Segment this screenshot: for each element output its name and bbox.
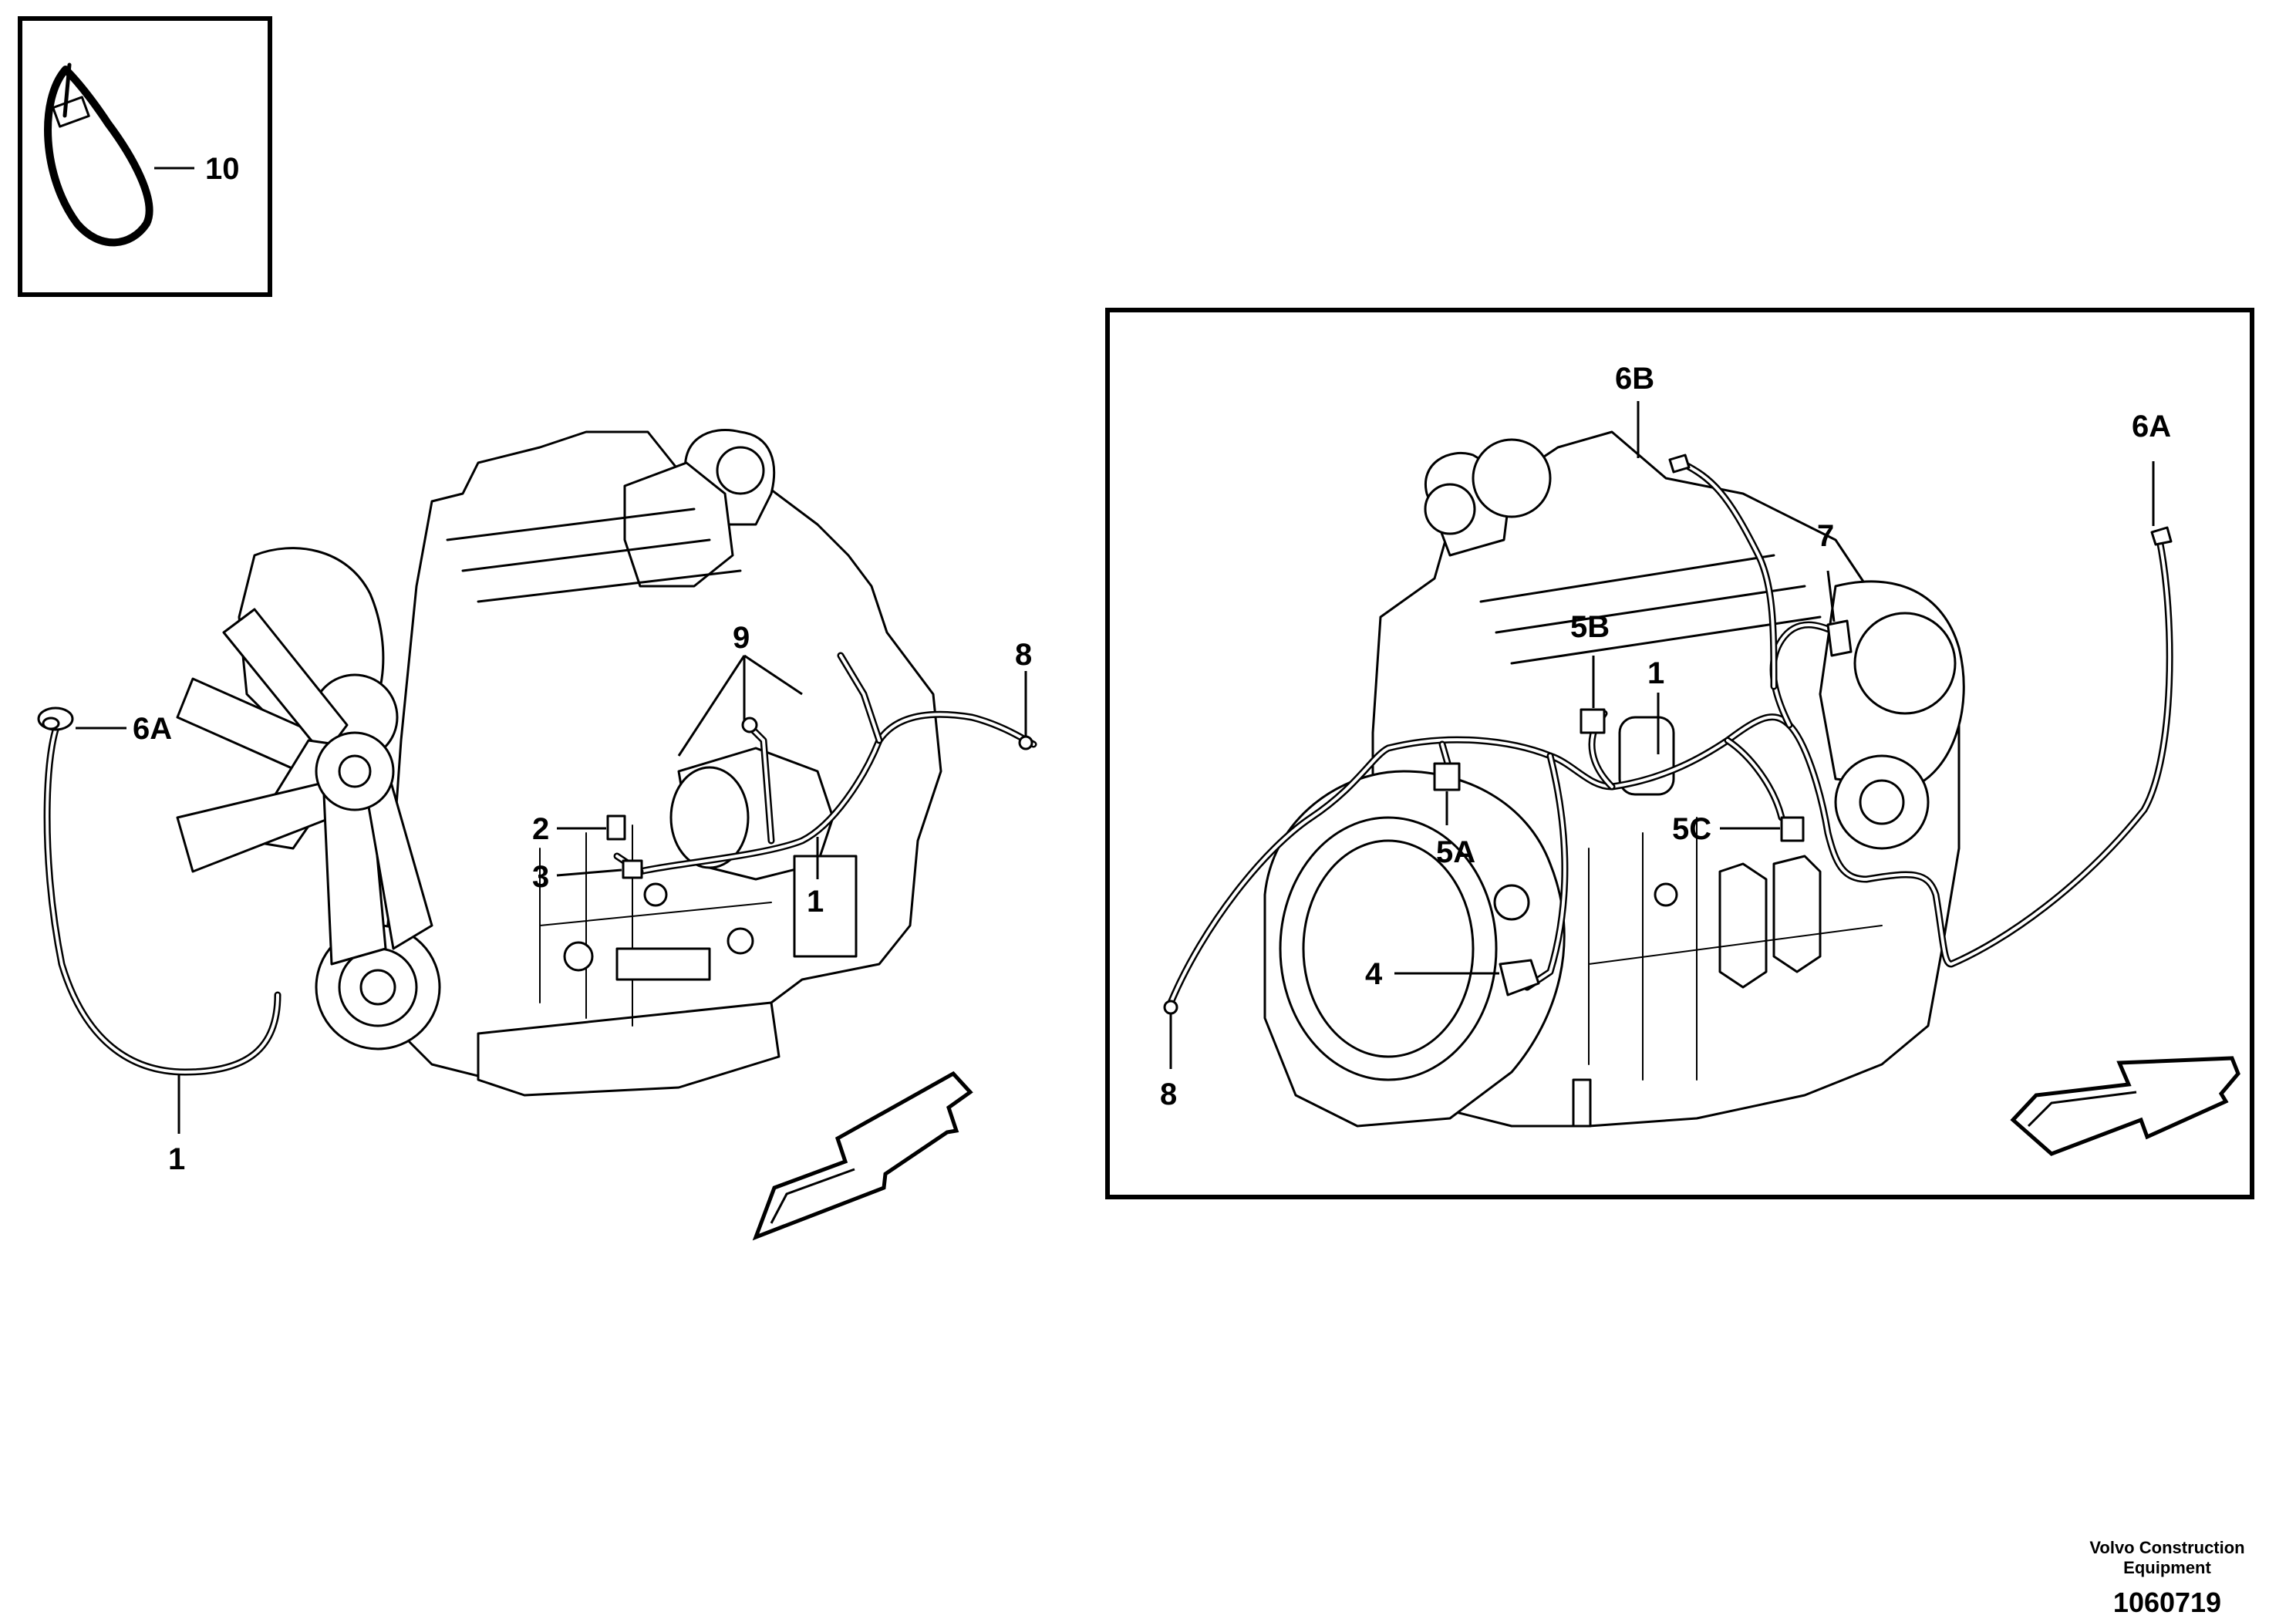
direction-arrow-left [752,1071,973,1241]
callout-6a-right: 6A [2132,410,2171,443]
leader-9 [677,654,803,757]
cable-tie-icon [44,62,153,247]
callout-10: 10 [205,152,240,186]
callout-1-right: 1 [1647,656,1664,690]
leader-3 [556,868,622,877]
harness-1-left [37,652,1037,1076]
callout-8-right: 8 [1160,1077,1177,1111]
right-engine-detail-frame [1105,308,2254,1199]
right-engine-block [1263,430,1965,1128]
callout-5c: 5C [1672,812,1711,846]
callout-9: 9 [733,621,750,655]
grommet-8-right [1163,1000,1178,1015]
connector-4 [1499,959,1540,996]
callout-8-left: 8 [1015,638,1032,672]
right-engine-detail: 6B 6A 7 5B 1 5A 5C 4 8 [1105,308,2254,1199]
cable-tie-detail: 10 [18,16,272,297]
connector-3-left [622,859,643,879]
callout-5b: 5B [1570,610,1610,644]
callout-1-mid: 1 [807,885,824,919]
connector-7 [1826,619,1853,657]
direction-arrow-right [2010,1056,2240,1156]
callout-1-left: 1 [168,1142,185,1176]
footer-company-line1: Volvo Construction [2089,1538,2244,1557]
callout-2: 2 [532,812,549,846]
connector-5b [1580,708,1606,734]
grommet-8-left [1018,735,1033,750]
harness-1-right [1163,454,2173,1015]
fan [176,608,433,966]
callout-6a-left: 6A [133,712,172,746]
connector-5a [1433,762,1461,791]
connector-6a-right [2150,526,2173,546]
cable-tie-detail-frame [18,16,272,297]
left-engine-block [238,429,942,1097]
drawing-number: 1060719 [2113,1587,2221,1618]
callout-4: 4 [1365,957,1383,991]
footer-company-line2: Equipment [2123,1558,2211,1577]
callout-7: 7 [1817,519,1834,553]
callout-3: 3 [532,860,549,894]
callout-5a: 5A [1436,835,1475,869]
left-engine-view: 6A 1 9 8 2 3 1 [37,429,1037,1241]
callout-6b: 6B [1615,362,1654,396]
connector-5c [1780,816,1805,842]
connector-2-left [606,814,626,841]
leader-7 [1826,570,1836,622]
connector-6b [1668,454,1691,474]
footer: Volvo Construction Equipment 1060719 [2089,1538,2244,1618]
